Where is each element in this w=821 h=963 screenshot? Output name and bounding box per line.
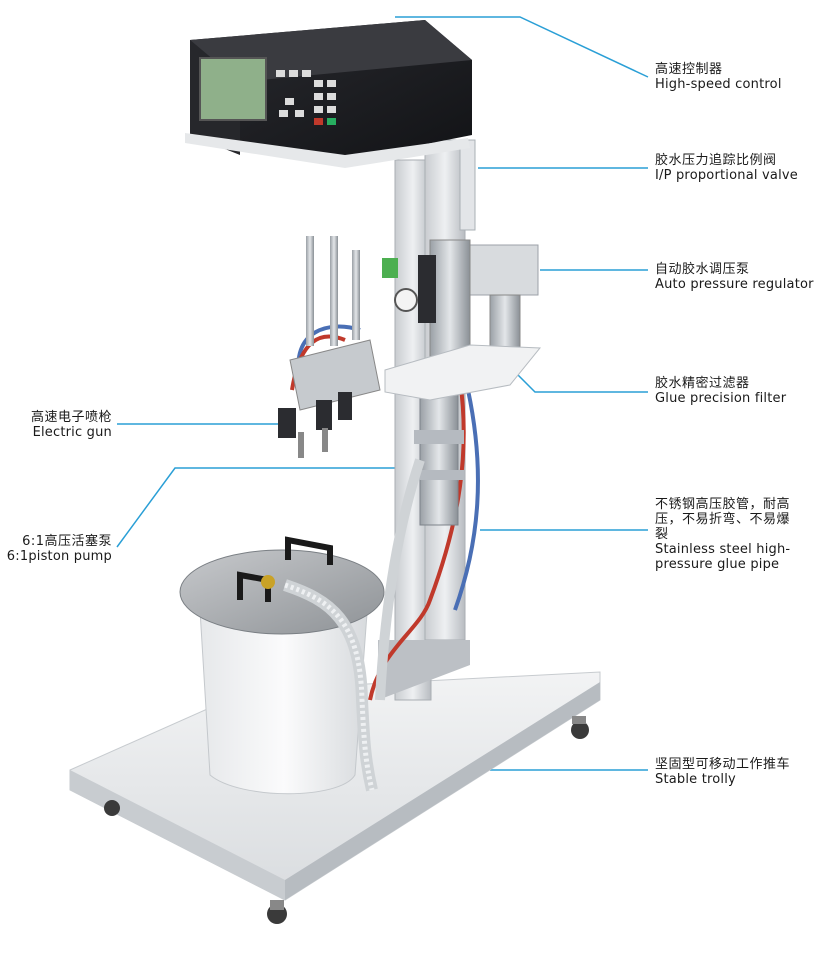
callout-valve-en: I/P proportional valve — [655, 168, 798, 183]
callout-valve: 胶水压力追踪比例阀 I/P proportional valve — [655, 153, 798, 183]
callout-trolley-en: Stable trolly — [655, 772, 736, 787]
leader-lines — [116, 16, 649, 771]
callout-controller: 高速控制器 High-speed control — [655, 62, 782, 92]
callout-hose-en: Stainless steel high-pressure glue pipe — [655, 542, 791, 572]
callout-filter-en: Glue precision filter — [655, 391, 787, 406]
callout-hose-zh: 不锈钢高压胶管，耐高压，不易折弯、不易爆裂 — [655, 497, 791, 542]
filter-plate — [384, 344, 542, 401]
callout-valve-zh: 胶水压力追踪比例阀 — [655, 153, 777, 168]
callout-regulator: 自动胶水调压泵 Auto pressure regulator — [655, 262, 814, 292]
leader-pump — [116, 467, 395, 548]
callout-trolley-zh: 坚固型可移动工作推车 — [655, 757, 791, 772]
controller-box — [185, 20, 472, 168]
callout-pump: 6:1高压活塞泵 6:1piston pump — [0, 534, 112, 564]
callout-regulator-zh: 自动胶水调压泵 — [655, 262, 750, 277]
callout-filter: 胶水精密过滤器 Glue precision filter — [655, 376, 786, 406]
callout-controller-en: High-speed control — [655, 77, 782, 92]
callout-pump-zh: 6:1高压活塞泵 — [22, 534, 112, 549]
callout-regulator-en: Auto pressure regulator — [655, 277, 814, 292]
callout-filter-zh: 胶水精密过滤器 — [655, 376, 750, 391]
callout-gun-en: Electric gun — [32, 425, 112, 440]
callout-gun-zh: 高速电子喷枪 — [30, 410, 112, 425]
electric-guns — [278, 236, 381, 458]
callout-hose: 不锈钢高压胶管，耐高压，不易折弯、不易爆裂 Stainless steel hi… — [655, 497, 795, 572]
piston-pump — [414, 384, 464, 526]
callout-pump-en: 6:1piston pump — [6, 549, 112, 564]
pressure-regulator — [382, 239, 539, 371]
callout-gun: 高速电子喷枪 Electric gun — [0, 410, 112, 440]
leader-filter — [514, 371, 648, 393]
callout-controller-zh: 高速控制器 — [655, 62, 723, 77]
glue-bucket — [179, 458, 425, 795]
leader-controller — [395, 16, 649, 78]
callout-trolley: 坚固型可移动工作推车 Stable trolly — [655, 757, 790, 787]
